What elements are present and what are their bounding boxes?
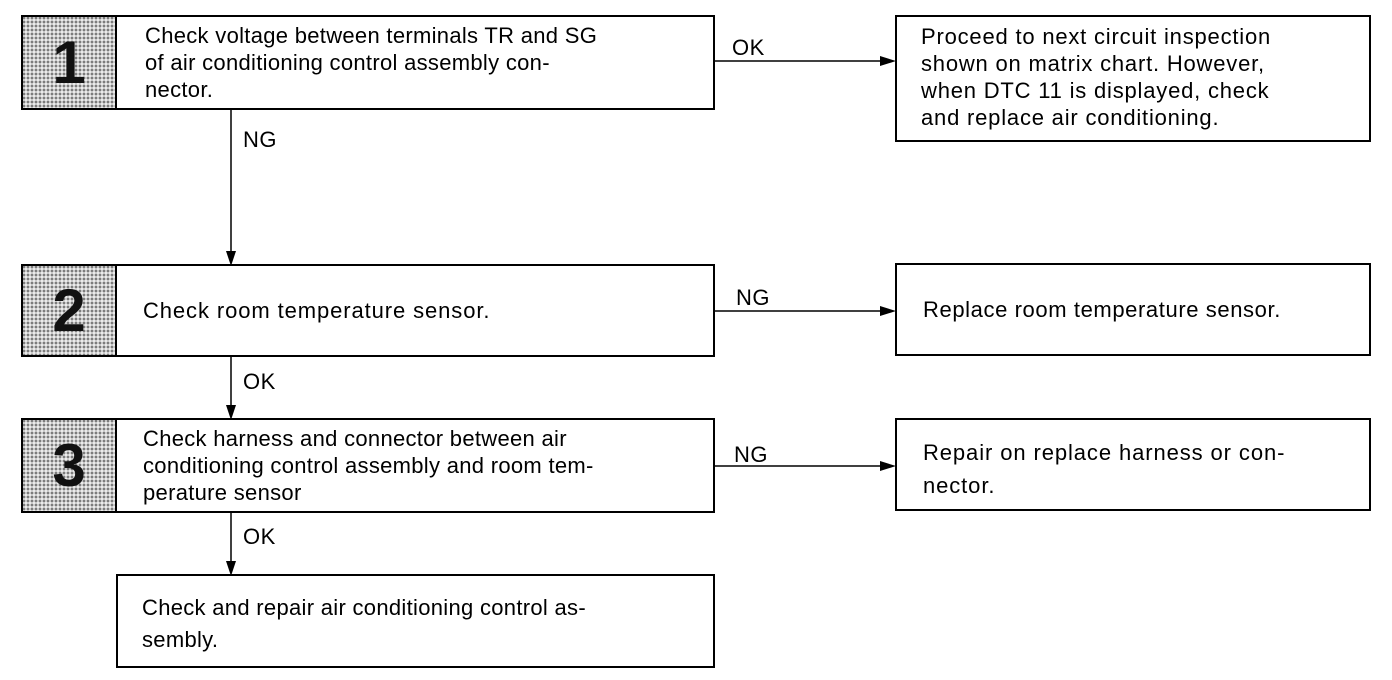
step-1-badge: 1 bbox=[23, 17, 117, 108]
result-2-text: Replace room temperature sensor. bbox=[923, 297, 1281, 322]
step-2-badge: 2 bbox=[23, 266, 117, 355]
step-3-number: 3 bbox=[52, 431, 86, 499]
step-1-text: Check voltage between terminals TR and S… bbox=[145, 23, 598, 102]
arrowhead-result2 bbox=[880, 306, 896, 316]
step-2-box: 2 Check room temperature sensor. bbox=[21, 264, 715, 357]
label-step1-ok: OK bbox=[732, 35, 765, 60]
step-3-box: 3 Check harness and connector between ai… bbox=[21, 418, 715, 513]
label-step2-ng: NG bbox=[736, 285, 770, 310]
step-1-box: 1 Check voltage between terminals TR and… bbox=[21, 15, 715, 110]
arrowhead-result1 bbox=[880, 56, 896, 66]
final-box: Check and repair air conditioning contro… bbox=[116, 574, 715, 668]
result-1-text: Proceed to next circuit inspection shown… bbox=[921, 24, 1272, 130]
label-step3-ok: OK bbox=[243, 524, 276, 549]
arrowhead-result3 bbox=[880, 461, 896, 471]
connector-lines bbox=[230, 60, 885, 566]
result-3-text: Repair on replace harness or con- nector… bbox=[923, 440, 1286, 498]
step-2-number: 2 bbox=[52, 276, 86, 344]
final-text: Check and repair air conditioning contro… bbox=[142, 595, 586, 652]
arrowheads bbox=[226, 56, 896, 576]
step-1-number: 1 bbox=[52, 28, 86, 96]
result-1-box: Proceed to next circuit inspection shown… bbox=[895, 15, 1371, 142]
label-step2-ok: OK bbox=[243, 369, 276, 394]
arrowhead-final bbox=[226, 561, 236, 576]
arrowhead-step3 bbox=[226, 405, 236, 420]
arrowhead-step2 bbox=[226, 251, 236, 266]
label-step3-ng: NG bbox=[734, 442, 768, 467]
step-3-badge: 3 bbox=[23, 420, 117, 511]
result-3-box: Repair on replace harness or con- nector… bbox=[895, 418, 1371, 511]
step-2-text: Check room temperature sensor. bbox=[143, 298, 491, 323]
step-3-text: Check harness and connector between air … bbox=[143, 426, 594, 505]
label-step1-ng: NG bbox=[243, 127, 277, 152]
result-2-box: Replace room temperature sensor. bbox=[895, 263, 1371, 356]
